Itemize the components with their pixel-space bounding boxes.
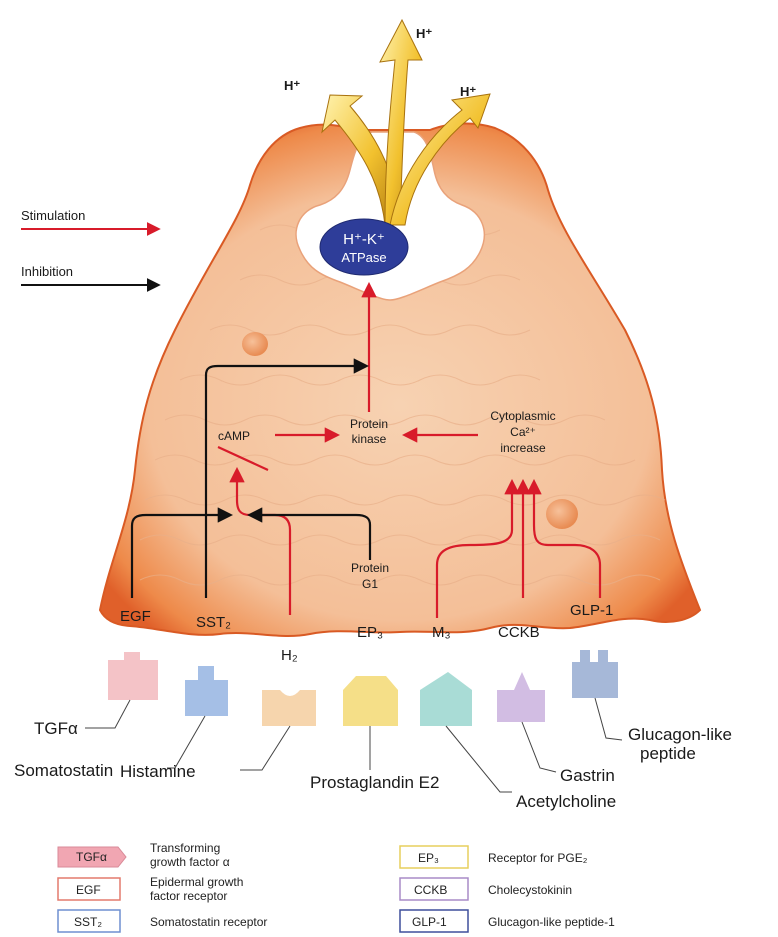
proton-pump-label: H⁺-K⁺ <box>343 231 385 248</box>
camp-label: cAMP <box>218 429 250 443</box>
ligand-gastrin <box>497 672 545 722</box>
vesicle <box>242 332 268 356</box>
proton-label: H⁺ <box>460 84 476 99</box>
calcium-label: Ca²⁺ <box>510 425 536 439</box>
legend-desc-tgfa: Transforming <box>150 841 220 855</box>
ligand-label-tgfa: TGFα <box>34 719 78 738</box>
receptor-egf: EGF <box>120 608 151 625</box>
legend-desc-glp1: Glucagon-like peptide-1 <box>488 915 615 929</box>
calcium-label: increase <box>500 441 546 455</box>
proton-label: H⁺ <box>284 78 300 93</box>
ligand-label-gastrin: Gastrin <box>560 766 615 785</box>
legend-code-cckb: CCKB <box>414 883 447 897</box>
receptor-h2: H₂ <box>281 647 298 664</box>
ligand-label-glucagon: peptide <box>640 744 696 763</box>
legend-desc-egf: Epidermal growth <box>150 875 243 889</box>
protein-kinase-label: kinase <box>352 432 387 446</box>
legend-desc-egf: factor receptor <box>150 889 227 903</box>
ligand-label-somatostatin: Somatostatin <box>14 761 113 780</box>
ligand-label-prostaglandin: Prostaglandin E2 <box>310 773 439 792</box>
ligand-histamine <box>262 690 316 726</box>
legend-code-tgfa: TGFα <box>76 850 107 864</box>
ligand-acetylcholine <box>420 672 472 726</box>
receptor-m3: M₃ <box>432 624 451 641</box>
key-inhibition-label: Inhibition <box>21 264 73 279</box>
ligand-label-acetylcholine: Acetylcholine <box>516 792 616 811</box>
legend-code-sst2: SST₂ <box>74 915 102 929</box>
receptor-ep3: EP₃ <box>357 624 383 641</box>
ligand-tgfa <box>108 652 158 700</box>
proton-label: H⁺ <box>416 26 432 41</box>
key-stimulation-label: Stimulation <box>21 208 85 223</box>
receptor-sst2: SST₂ <box>196 614 231 631</box>
receptor-glp1: GLP-1 <box>570 602 613 619</box>
legend-code-ep3: EP₃ <box>418 851 439 865</box>
legend: TGFα Transforming growth factor α EGF Ep… <box>58 841 615 932</box>
ligand-prostaglandin <box>343 676 398 726</box>
legend-code-egf: EGF <box>76 883 101 897</box>
receptor-cckb: CCKB <box>498 624 540 641</box>
proton-pump-label: ATPase <box>341 250 386 265</box>
vesicle <box>546 499 578 529</box>
ligand-glucagon <box>572 650 618 698</box>
legend-code-glp1: GLP-1 <box>412 915 447 929</box>
protein-g1-label: Protein <box>351 561 389 575</box>
legend-desc-ep3: Receptor for PGE₂ <box>488 851 588 865</box>
protein-g1-label: G1 <box>362 577 378 591</box>
protein-kinase-label: Protein <box>350 417 388 431</box>
ligand-somatostatin <box>185 666 228 716</box>
ligand-label-glucagon: Glucagon-like <box>628 725 732 744</box>
ligand-label-histamine: Histamine <box>120 762 196 781</box>
legend-desc-sst2: Somatostatin receptor <box>150 915 267 929</box>
legend-desc-tgfa: growth factor α <box>150 855 230 869</box>
calcium-label: Cytoplasmic <box>490 409 555 423</box>
legend-desc-cckb: Cholecystokinin <box>488 883 572 897</box>
